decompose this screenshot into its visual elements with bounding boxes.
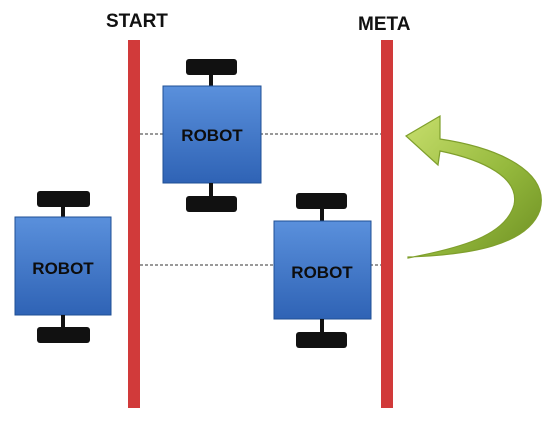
- robot-label: ROBOT: [291, 263, 353, 282]
- robot-wheel-top: [296, 193, 347, 209]
- robot-body: [273, 220, 372, 320]
- curved-return-arrow-icon: [404, 114, 542, 259]
- meta-label: META: [358, 14, 411, 35]
- robot-wheel-top: [186, 59, 237, 75]
- robot-axle-top: [61, 207, 65, 217]
- robot-left: ROBOT: [14, 191, 112, 343]
- robot-body: [162, 85, 262, 184]
- robot-wheel-bottom: [186, 196, 237, 212]
- robot-axle-bottom: [61, 315, 65, 327]
- robot-bottom: ROBOT: [273, 193, 372, 348]
- start-line: [128, 40, 140, 408]
- robot-label: ROBOT: [32, 259, 94, 278]
- robot-top: ROBOT: [162, 59, 262, 212]
- robot-axle-top: [320, 209, 324, 221]
- robot-wheel-top: [37, 191, 90, 207]
- robot-body: [14, 216, 112, 316]
- robot-wheel-bottom: [37, 327, 90, 343]
- robot-wheel-bottom: [296, 332, 347, 348]
- robot-axle-bottom: [320, 319, 324, 332]
- robot-axle-bottom: [209, 183, 213, 196]
- robot-label: ROBOT: [181, 126, 243, 145]
- meta-line: [381, 40, 393, 408]
- robot-axle-top: [209, 75, 213, 86]
- start-label: START: [106, 11, 168, 32]
